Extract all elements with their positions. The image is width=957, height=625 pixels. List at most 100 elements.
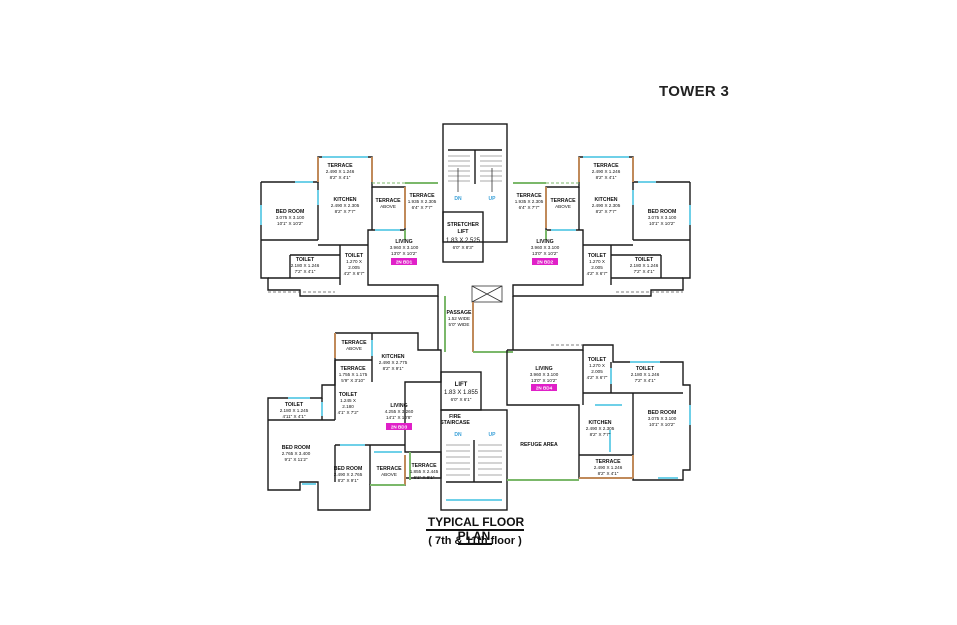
- se-terrace-dim: 2.490 X 1.246: [594, 465, 623, 470]
- ne-bedroom-name: BED ROOM: [648, 209, 677, 215]
- se-toilet1-name: TOILET: [588, 357, 607, 363]
- nw-living-name: LIVING: [395, 239, 412, 245]
- refuge-area-label: REFUGE AREA: [520, 442, 558, 448]
- se-living-ft: 13'0" X 10'2": [531, 378, 557, 383]
- sw-bedroom1-name: BED ROOM: [282, 445, 311, 451]
- ne-kitchen-ft: 8'2" X 7'7": [596, 209, 617, 214]
- nw-bedroom-dim: 3.075 X 3.100: [276, 215, 305, 220]
- se-toilet2-dim: 2.180 X 1.246: [631, 372, 660, 377]
- lift-dim-ft: 6'0" X 6'1": [451, 397, 472, 402]
- ne-toilet1-dim: 2.180 X 1.246: [630, 263, 659, 268]
- se-bedroom-ft: 10'1" X 10'2": [649, 422, 675, 427]
- ne-living-dim: 3.960 X 3.100: [531, 245, 560, 250]
- passage-width-ft: 5'0" WIDE: [449, 322, 470, 327]
- nw-kitchen-ft: 8'2" X 7'7": [335, 209, 356, 214]
- ne-toilet2-ft: 4'2" X 6'7": [587, 271, 608, 276]
- ne-kitchen-dim: 2.490 X 2.305: [592, 203, 621, 208]
- sw-terrace-above-2: ABOVE: [346, 346, 362, 351]
- nw-terrace-side-dim: 1.935 X 2.305: [408, 199, 437, 204]
- se-living-dim: 3.960 X 3.100: [530, 372, 559, 377]
- lift-dim: 1.83 X 1.855: [444, 390, 479, 396]
- south-stair-up: UP: [489, 432, 497, 438]
- sw-bedroom1-ft: 9'1" X 11'2": [284, 457, 307, 462]
- ne-bedroom-dim: 3.075 X 3.100: [648, 215, 677, 220]
- se-kitchen-dim: 2.490 X 2.305: [586, 426, 615, 431]
- sw-terrace-side-ft: 6'1" X 8'1": [414, 475, 435, 480]
- se-toilet1-ft: 4'2" X 6'7": [587, 375, 608, 380]
- sw-living-dim: 4.255 X 3.260: [385, 409, 414, 414]
- ne-toilet2-name: TOILET: [588, 253, 607, 259]
- sw-terrace-side-dim: 1.855 X 2.445: [410, 469, 439, 474]
- sw-bedroom1-dim: 2.765 X 3.400: [282, 451, 311, 456]
- se-toilet1-dim2: 2.005: [591, 369, 603, 374]
- nw-toilet2-dim: 1.270 X: [346, 259, 362, 264]
- nw-bedroom-ft: 10'1" X 10'2": [277, 221, 303, 226]
- plan-title-text: TYPICAL FLOOR PLAN: [425, 515, 525, 545]
- ne-terrace-side-ft: 6'4" X 7'7": [519, 205, 540, 210]
- ne-terrace-above-1: TERRACE: [550, 198, 576, 204]
- sw-terrace-above2-2: ABOVE: [381, 472, 397, 477]
- nw-living-ft: 13'0" X 10'2": [391, 251, 417, 256]
- north-stair-up: UP: [489, 196, 497, 202]
- fire-stair-label-1: FIRE: [449, 414, 461, 420]
- nw-toilet2-name: TOILET: [345, 253, 364, 259]
- sw-toilet1-dim: 1.245 X: [340, 398, 356, 403]
- plan-subtitle: ( 7th & 11th floor ): [428, 535, 522, 547]
- sw-toilet1-name: TOILET: [339, 392, 358, 398]
- ne-terrace-side-name: TERRACE: [516, 193, 542, 199]
- nw-bedroom-name: BED ROOM: [276, 209, 305, 215]
- ne-terrace-top-dim: 2.490 X 1.246: [592, 169, 621, 174]
- ne-kitchen-name: KITCHEN: [594, 197, 617, 203]
- ne-terrace-side-dim: 1.935 X 2.305: [515, 199, 544, 204]
- sw-kitchen-dim: 2.490 X 2.775: [379, 360, 408, 365]
- sw-toilet1-dim2: 2.180: [342, 404, 354, 409]
- plan-title: TYPICAL FLOOR PLAN: [410, 515, 540, 545]
- sw-terrace-side-name: TERRACE: [411, 463, 437, 469]
- nw-terrace-above-1: TERRACE: [375, 198, 401, 204]
- ne-toilet2-dim: 1.270 X: [589, 259, 605, 264]
- north-staircase: [442, 123, 508, 243]
- fire-stair-label-2: STAIRCASE: [440, 420, 470, 426]
- sw-terrace-small-name: TERRACE: [340, 366, 366, 372]
- sw-toilet2-name: TOILET: [285, 402, 304, 408]
- sw-living-name: LIVING: [390, 403, 407, 409]
- north-stair-dn: DN: [454, 196, 462, 202]
- ne-terrace-top-ft: 8'2" X 4'1": [596, 175, 617, 180]
- nw-living-dim: 3.960 X 3.100: [390, 245, 419, 250]
- sw-flat-tag-bg: [386, 423, 412, 430]
- se-living-name: LIVING: [535, 366, 552, 372]
- stretcher-lift-label-2: LIFT: [458, 229, 470, 235]
- ne-toilet1-ft: 7'2" X 4'1": [634, 269, 655, 274]
- ne-flat-tag: 2N BD2: [537, 260, 554, 265]
- nw-kitchen-name: KITCHEN: [333, 197, 356, 203]
- sw-toilet2-dim: 2.180 X 1.245: [280, 408, 309, 413]
- nw-kitchen-dim: 2.490 X 2.305: [331, 203, 360, 208]
- ne-living-name: LIVING: [536, 239, 553, 245]
- passage-width: 1.52 WIDE: [448, 316, 470, 321]
- nw-terrace-side-ft: 6'4" X 7'7": [412, 205, 433, 210]
- central-passage: [437, 285, 514, 353]
- se-terrace-ft: 8'2" X 4'1": [598, 471, 619, 476]
- se-toilet2-name: TOILET: [636, 366, 655, 372]
- se-bedroom-dim: 3.075 X 3.100: [648, 416, 677, 421]
- sw-bedroom2-dim: 2.490 X 2.765: [334, 472, 363, 477]
- nw-terrace-side-name: TERRACE: [409, 193, 435, 199]
- stretcher-lift-dim-ft: 6'0" X 8'3": [453, 245, 474, 250]
- se-kitchen-name: KITCHEN: [588, 420, 611, 426]
- stretcher-lift-shaft: [442, 211, 484, 263]
- nw-terrace-top-ft: 8'2" X 4'1": [330, 175, 351, 180]
- ne-flat-tag-bg: [532, 258, 558, 265]
- ne-toilet2-dim2: 2.005: [591, 265, 603, 270]
- ne-bedroom-ft: 10'1" X 10'2": [649, 221, 675, 226]
- nw-toilet1-ft: 7'2" X 4'1": [295, 269, 316, 274]
- sw-terrace-above-1: TERRACE: [341, 340, 367, 346]
- se-toilet2-ft: 7'2" X 4'1": [635, 378, 656, 383]
- nw-toilet1-dim: 2.180 X 1.246: [291, 263, 320, 268]
- sw-bedroom2-ft: 8'2" X 9'1": [338, 478, 359, 483]
- flat-nw-walls: [260, 156, 439, 297]
- sw-living-ft: 14'1" X 10'8": [386, 415, 412, 420]
- sw-terrace-small-dim: 1.755 X 1.175: [339, 372, 368, 377]
- nw-terrace-top-dim: 2.490 X 1.246: [326, 169, 355, 174]
- se-terrace-name: TERRACE: [595, 459, 621, 465]
